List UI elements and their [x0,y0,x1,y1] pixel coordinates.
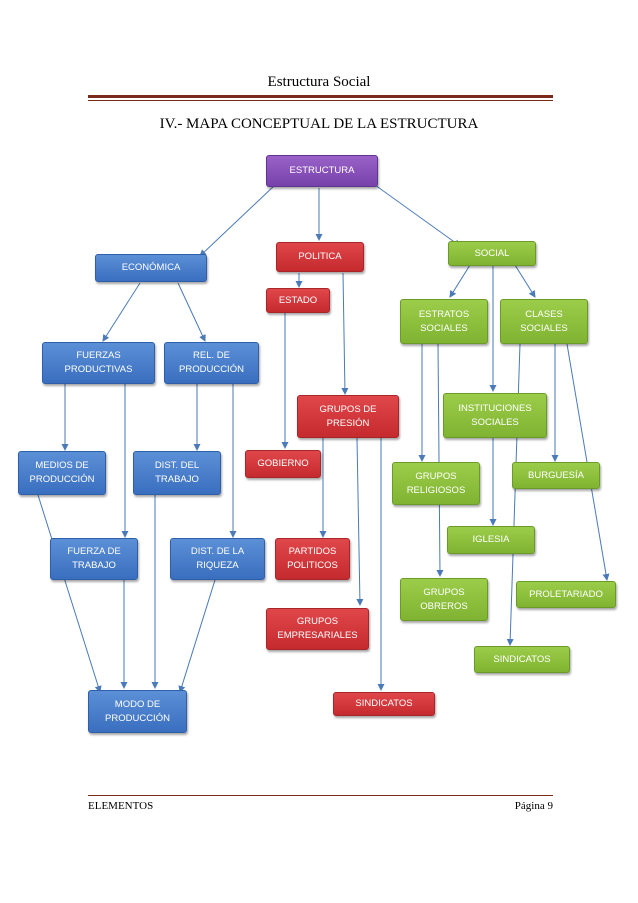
node-instituciones-sociales: INSTITUCIONES SOCIALES [443,393,547,438]
arrow-politica-grupos-presion [341,272,349,395]
node-burguesia: BURGUESÍA [512,462,600,489]
node-fuerzas-productivas: FUERZAS PRODUCTIVAS [42,342,155,384]
node-modo-produccion: MODO DE PRODUCCIÓN [88,690,187,733]
node-grupos-empresariales: GRUPOS EMPRESARIALES [266,608,369,650]
header-title: Estructura Social [267,74,371,90]
footer-page-number: Página 9 [514,800,553,812]
node-economica: ECONÓMICA [95,254,207,282]
node-clases-sociales: CLASES SOCIALES [500,299,588,344]
arrow-social-estratos [449,264,471,298]
footer-rule [88,795,553,796]
node-estratos-sociales: ESTRATOS SOCIALES [400,299,488,344]
arrow-medios-modo [37,494,102,693]
page-heading: IV.- MAPA CONCEPTUAL DE LA ESTRUCTURA [159,116,479,132]
node-estructura: ESTRUCTURA [266,155,378,187]
arrow-presion-empresariales [356,437,364,606]
node-gobierno: GOBIERNO [245,450,321,478]
node-politica: POLITICA [276,242,364,272]
node-partidos-politicos: PARTIDOS POLITICOS [275,538,350,580]
node-rel-produccion: REL. DE PRODUCCIÓN [164,342,259,384]
arrow-estratos-obreros [436,343,444,577]
node-dist-riqueza: DIST. DE LA RIQUEZA [170,538,265,580]
node-fuerza-trabajo: FUERZA DE TRABAJO [50,538,138,580]
node-grupos-obreros: GRUPOS OBREROS [400,578,488,621]
node-sindicatos-social: SINDICATOS [474,646,570,673]
arrow-estructura-economica [199,184,276,257]
node-social: SOCIAL [448,241,536,266]
header-rule-thin [88,100,553,101]
node-grupos-presion: GRUPOS DE PRESIÓN [297,395,399,438]
node-dist-trabajo: DIST. DEL TRABAJO [133,451,221,495]
footer-section: ELEMENTOS [88,800,154,812]
arrow-economica-fuerzas [102,282,141,342]
node-grupos-religiosos: GRUPOS RELIGIOSOS [392,462,480,505]
node-sindicatos-politica: SINDICATOS [333,692,435,716]
node-iglesia: IGLESIA [447,526,535,554]
arrow-estructura-social [374,184,461,247]
arrow-social-clases [514,264,536,298]
arrow-economica-rel [177,282,206,342]
node-proletariado: PROLETARIADO [516,581,616,608]
node-medios-produccion: MEDIOS DE PRODUCCIÓN [18,451,106,495]
header-rule [88,95,553,98]
arrow-dist-riqueza-modo [178,579,216,693]
node-estado: ESTADO [266,288,330,313]
